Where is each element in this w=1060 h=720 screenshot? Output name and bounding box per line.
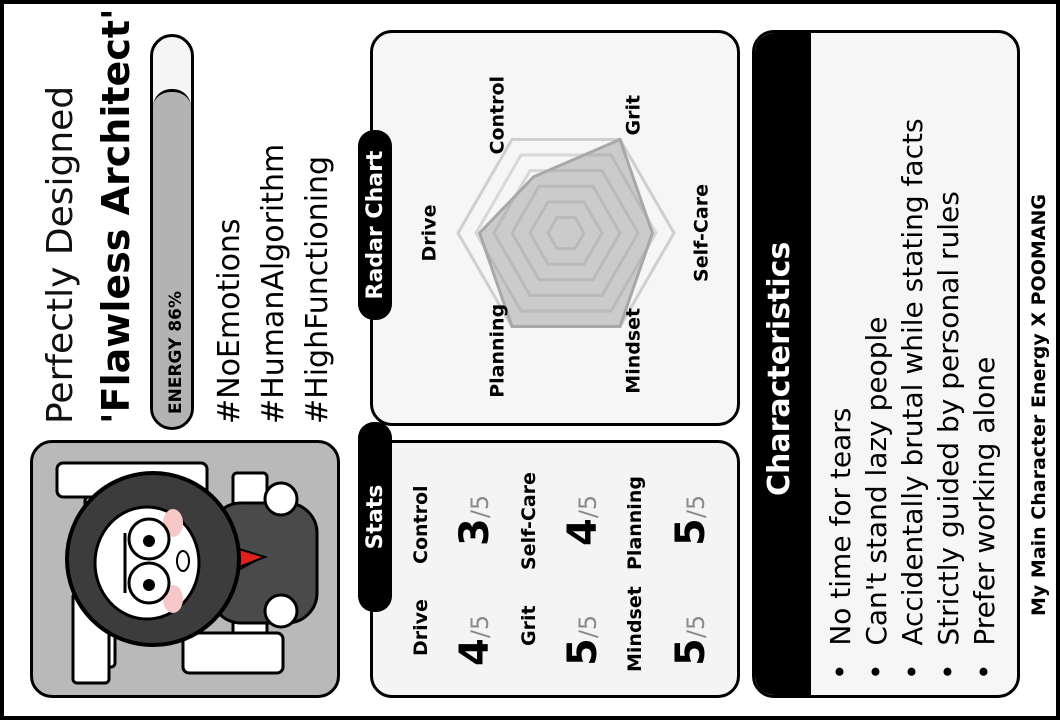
radar-axis-label: Control xyxy=(487,76,509,155)
stat-label: Self-Care xyxy=(518,472,540,570)
characteristic-item: • No time for tears xyxy=(824,407,857,680)
stats-title-text: Stats xyxy=(362,484,388,550)
energy-label: ENERGY 86% xyxy=(166,290,186,414)
hashtag: #NoEmotions xyxy=(212,218,247,424)
radar-grid-ring xyxy=(510,184,622,282)
character-illustration xyxy=(30,440,340,698)
card-title: 'Flawless Architect' xyxy=(94,8,138,424)
characteristic-item: • Prefer working alone xyxy=(968,356,1001,680)
stat-label: Control xyxy=(410,485,432,564)
hashtag: #HighFunctioning xyxy=(300,155,335,424)
radar-grid-ring xyxy=(492,169,640,297)
stats-title: Stats xyxy=(358,422,392,612)
character-illustration-svg xyxy=(55,461,319,685)
characteristics-panel xyxy=(752,30,1020,698)
energy-bar xyxy=(150,34,194,430)
stat-value: 3/5 xyxy=(452,494,498,546)
radar-grid-ring xyxy=(474,153,658,313)
stat-label: Mindset xyxy=(624,586,646,672)
characteristic-item: • Can't stand lazy people xyxy=(860,316,893,680)
hashtag: #HumanAlgorithm xyxy=(256,143,291,424)
radar-axis-label: Grit xyxy=(623,95,645,136)
stat-value: 4/5 xyxy=(560,494,606,546)
stat-label: Planning xyxy=(624,476,646,570)
characteristic-item: • Strictly guided by personal rules xyxy=(932,191,965,680)
radar-title-text: Radar Chart xyxy=(362,150,388,300)
radar-series-area xyxy=(477,137,654,329)
radar-axis-label: Self-Care xyxy=(691,184,713,282)
energy-bar-fill xyxy=(153,88,191,427)
radar-title: Radar Chart xyxy=(358,130,392,320)
card-subtitle: Perfectly Designed xyxy=(40,85,81,424)
stat-label: Grit xyxy=(518,605,540,646)
radar-axis-label: Mindset xyxy=(623,308,645,394)
characteristic-item: • Accidentally brutal while stating fact… xyxy=(896,118,929,680)
characteristics-header xyxy=(755,33,811,695)
stat-value: 5/5 xyxy=(668,614,714,666)
stat-value: 4/5 xyxy=(452,614,498,666)
stat-label: Drive xyxy=(410,599,432,656)
footer-credit: My Main Character Energy X POOMANG xyxy=(1028,194,1050,616)
stat-value: 5/5 xyxy=(560,614,606,666)
stat-value: 5/5 xyxy=(668,494,714,546)
radar-grid-ring xyxy=(528,200,604,266)
characteristics-title: Characteristics xyxy=(762,241,797,496)
radar-axis-label: Planning xyxy=(487,304,509,398)
radar-grid-ring xyxy=(546,215,586,251)
stats-panel xyxy=(370,440,740,698)
radar-axis-label: Drive xyxy=(419,205,441,262)
